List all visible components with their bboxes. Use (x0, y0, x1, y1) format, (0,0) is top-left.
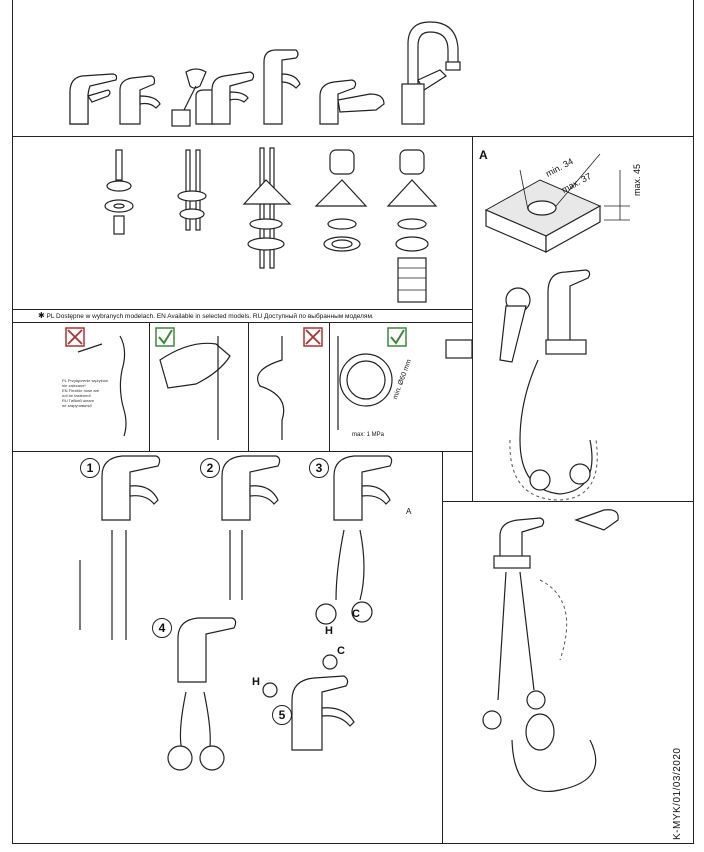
note-text: PL Dostępne w wybranych modelach. EN Ava… (46, 313, 374, 320)
step-4: 4 (152, 618, 172, 638)
components-row (104, 147, 438, 303)
components-panel (12, 136, 473, 310)
panel-a (472, 136, 694, 502)
star-icon: ✱ (38, 311, 45, 320)
step-2: 2 (200, 458, 220, 478)
hose-guides (65, 327, 407, 440)
label-h-step5: H (252, 676, 260, 688)
label-h-step3: H (325, 625, 333, 637)
panel-a-drawing (445, 153, 630, 501)
step-3: 3 (309, 458, 329, 478)
hose-warning: PL Przyłączenie wężyków nie zalecane! EN… (62, 378, 108, 408)
step-5: 5 (272, 705, 292, 725)
step3-callout-a: A (406, 507, 412, 516)
shower-set-drawing (482, 509, 619, 792)
availability-note: ✱ PL Dostępne w wybranych modelach. EN A… (38, 310, 374, 323)
dim-max-45: max. 45 (632, 163, 642, 196)
step-1: 1 (80, 458, 100, 478)
shower-set-panel (442, 501, 694, 844)
label-c-step3: C (352, 608, 360, 620)
install-steps-panel (12, 451, 443, 844)
hose-panel-3 (248, 322, 330, 452)
panel-a-label: A (479, 148, 488, 162)
faucet-models (69, 21, 461, 127)
steps-drawing (79, 455, 393, 771)
document-code: K-MYK/01/03/2020 (672, 747, 683, 841)
hose-panel-2 (149, 322, 249, 452)
hose-pressure: max: 1 MPa (352, 432, 385, 438)
label-c-step5: C (337, 645, 345, 657)
